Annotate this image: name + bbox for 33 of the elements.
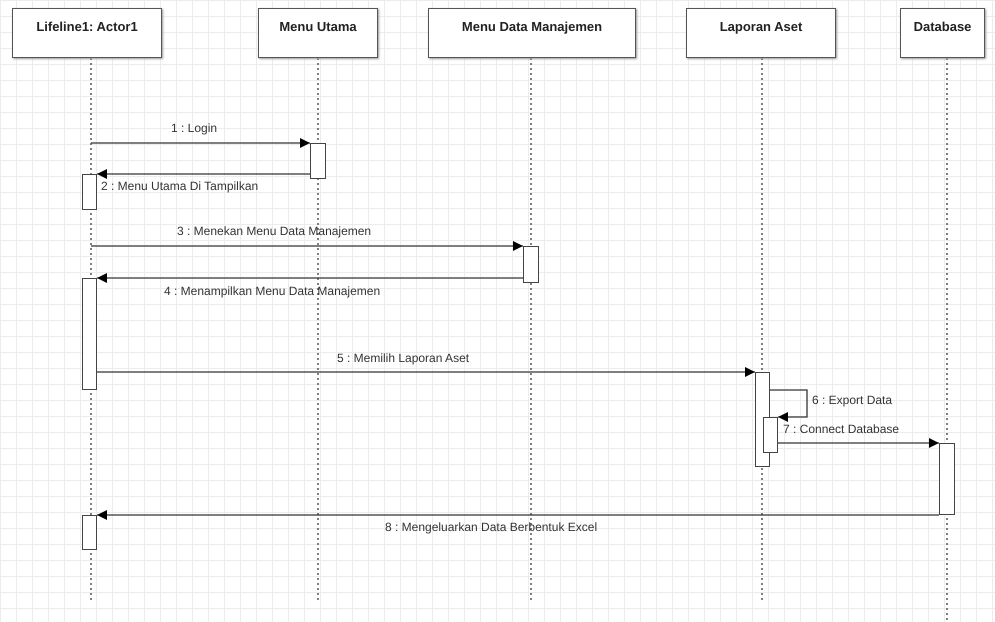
message-label: 8 : Mengeluarkan Data Berbentuk Excel (384, 519, 598, 535)
message-arrow (97, 510, 939, 520)
activation-bar (310, 143, 326, 179)
lifeline-title: Lifeline1: Actor1 (36, 18, 138, 36)
message-label: 2 : Menu Utama Di Tampilkan (100, 178, 260, 194)
lifeline-head-box (686, 8, 836, 58)
lifeline-title: Menu Utama (279, 18, 357, 36)
message-arrow (97, 169, 310, 179)
activation-bar (82, 174, 97, 210)
activation-bar (763, 417, 778, 453)
lifeline-head-box (428, 8, 636, 58)
lifeline-title: Database (914, 18, 972, 36)
message-label: 5 : Memilih Laporan Aset (336, 350, 470, 366)
activation-bar (523, 246, 539, 283)
message-label: 4 : Menampilkan Menu Data Manajemen (163, 283, 382, 299)
lifeline-title: Menu Data Manajemen (462, 18, 602, 36)
lifeline-head-box (258, 8, 378, 58)
message-arrow (91, 241, 523, 251)
message-arrow (91, 138, 310, 148)
lifeline-head-box (12, 8, 162, 58)
message-arrow (97, 273, 523, 283)
message-label: 7 : Connect Database (782, 421, 900, 437)
message-arrow (97, 367, 755, 377)
message-label: 1 : Login (170, 120, 218, 136)
message-label: 6 : Export Data (811, 392, 894, 408)
lifeline-title: Laporan Aset (720, 18, 802, 36)
message-arrow (770, 389, 808, 422)
message-label: 3 : Menekan Menu Data Manajemen (176, 223, 372, 239)
activation-bar (82, 278, 97, 390)
lifeline-head-box (900, 8, 985, 58)
activation-bar (82, 515, 97, 550)
message-arrow (778, 438, 939, 448)
activation-bar (939, 443, 955, 515)
